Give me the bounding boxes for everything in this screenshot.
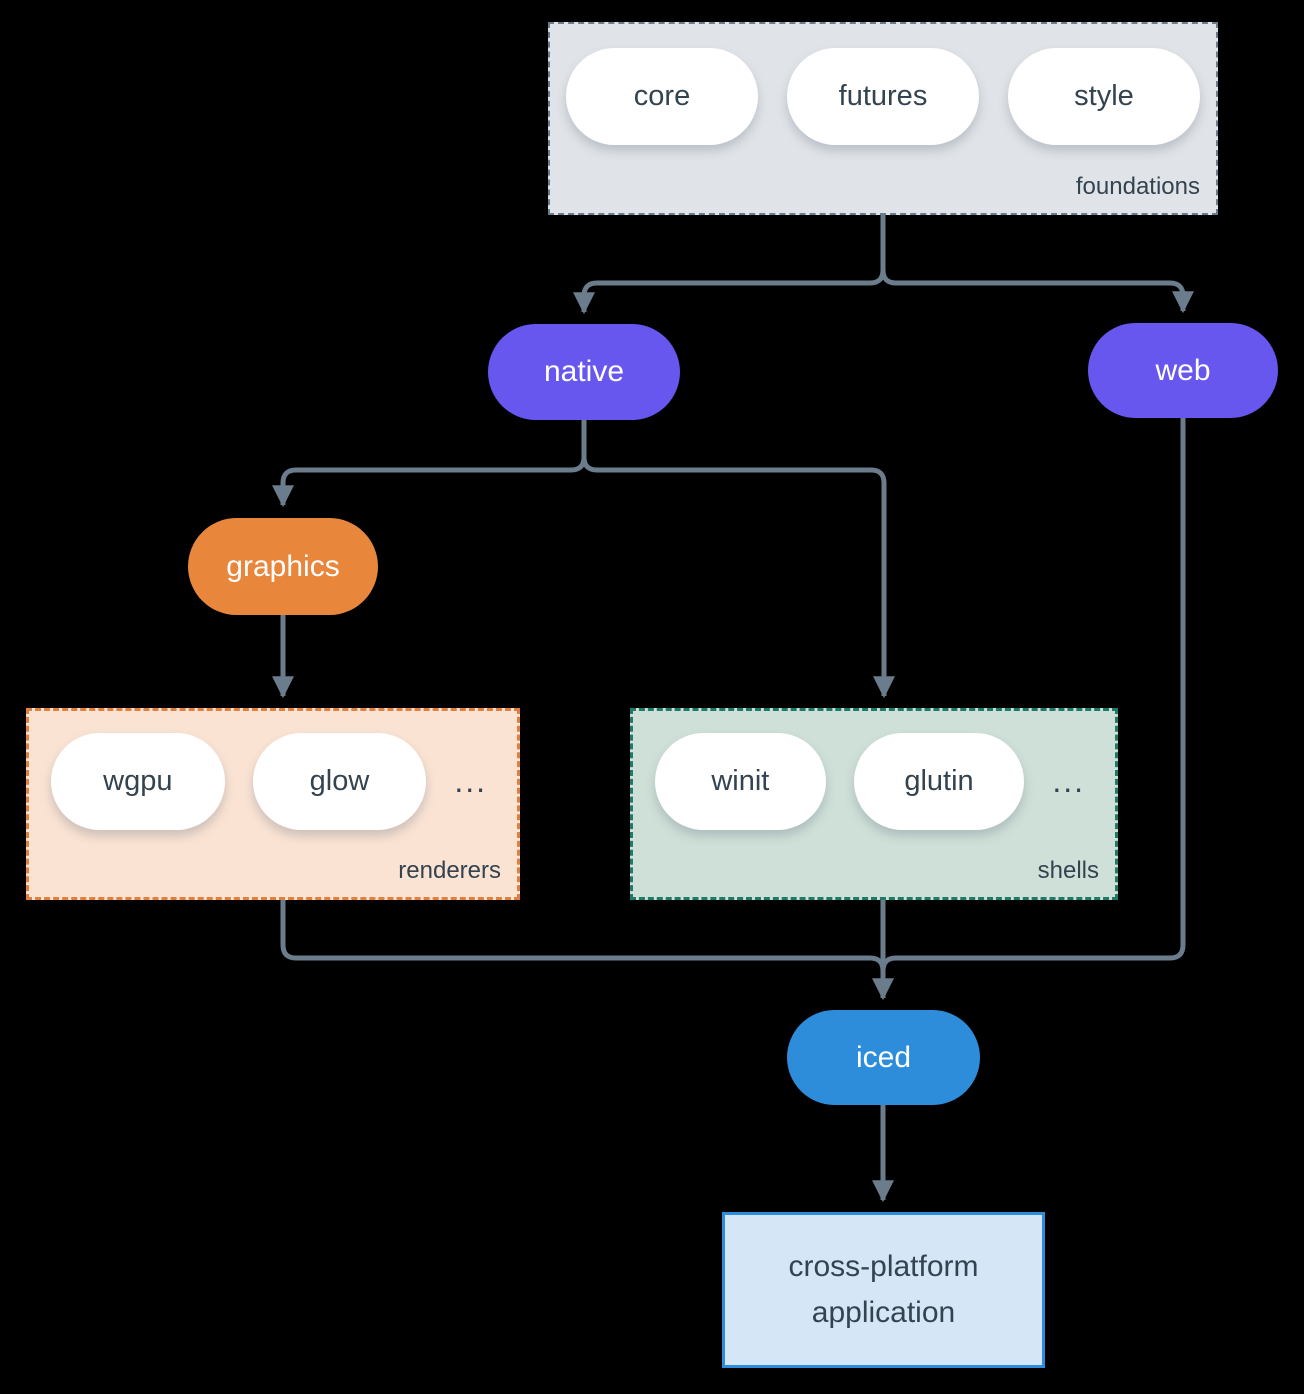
edge-native-shells: [581, 420, 896, 699]
renderers-pill-row: wgpu glow ...: [29, 711, 517, 830]
application-box: cross-platform application: [722, 1212, 1045, 1368]
edge-foundations-web: [880, 215, 1195, 314]
group-shells: winit glutin ... shells: [630, 708, 1118, 900]
pill-wgpu: wgpu: [51, 733, 225, 830]
application-label-line2: application: [811, 1296, 956, 1329]
node-native-label: native: [543, 355, 625, 388]
pill-futures-label: futures: [838, 80, 928, 112]
pill-glutin-label: glutin: [904, 765, 974, 797]
node-graphics-label: graphics: [226, 549, 340, 583]
node-native: native: [488, 324, 680, 420]
pill-style: style: [1008, 48, 1200, 145]
pill-glutin: glutin: [853, 733, 1025, 830]
edge-renderers-iced: [280, 900, 886, 982]
group-renderers: wgpu glow ... renderers: [26, 708, 520, 900]
shells-more-ellipsis: ...: [1052, 763, 1085, 799]
node-iced: iced: [787, 1010, 980, 1105]
group-foundations: core futures style foundations: [548, 22, 1218, 215]
pill-wgpu-label: wgpu: [103, 765, 173, 797]
pill-core: core: [566, 48, 758, 145]
edge-native-graphics: [271, 420, 587, 508]
foundations-group-label: foundations: [1075, 173, 1200, 200]
node-web-label: web: [1155, 353, 1211, 387]
renderers-more-ellipsis: ...: [454, 763, 487, 799]
application-label-line1: cross-platform: [788, 1249, 979, 1283]
node-web: web: [1088, 323, 1278, 418]
node-iced-label: iced: [855, 1040, 912, 1074]
pill-style-label: style: [1074, 80, 1134, 112]
shells-group-label: shells: [1037, 857, 1099, 884]
pill-winit: winit: [655, 733, 826, 830]
edge-foundations-native: [572, 215, 886, 315]
shells-pill-row: winit glutin ...: [633, 711, 1115, 830]
pill-winit-label: winit: [711, 765, 770, 797]
pill-glow-label: glow: [309, 765, 370, 797]
node-graphics: graphics: [188, 518, 378, 615]
pill-core-label: core: [633, 80, 691, 112]
pill-futures: futures: [787, 48, 979, 145]
foundations-pill-row: core futures style: [550, 24, 1216, 145]
pill-glow: glow: [252, 733, 427, 830]
renderers-group-label: renderers: [398, 857, 501, 884]
